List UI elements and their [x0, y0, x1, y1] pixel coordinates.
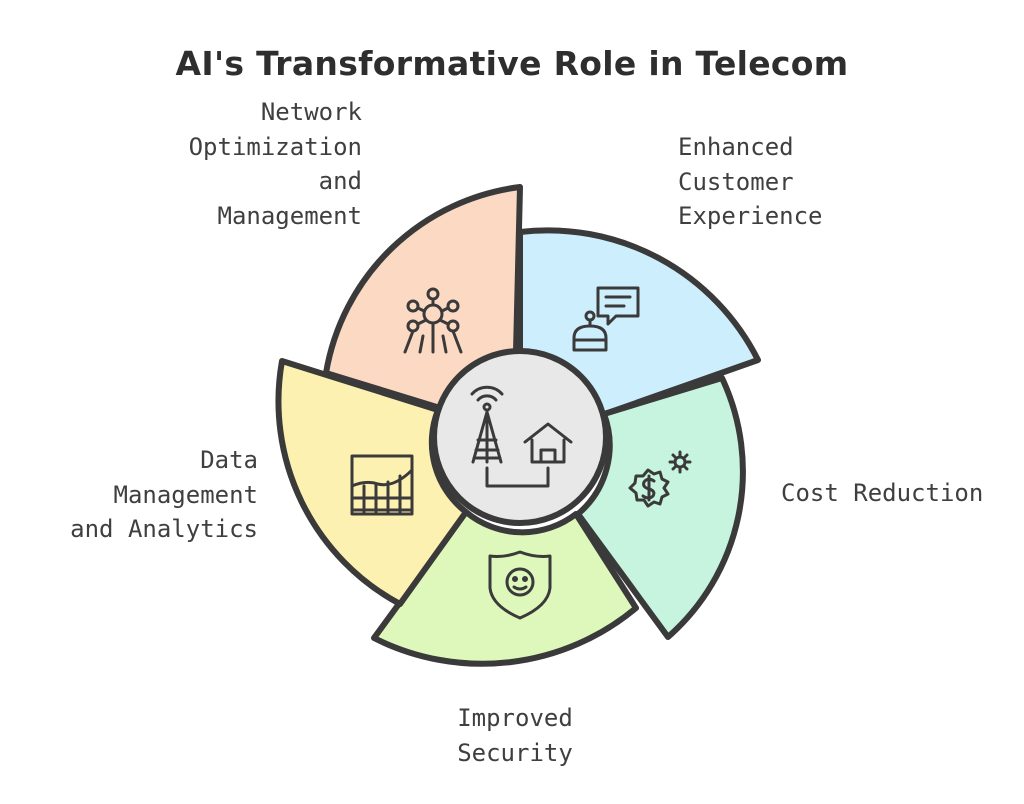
- label-data-management: Data Management and Analytics: [40, 443, 258, 547]
- label-line: Optimization: [188, 132, 362, 161]
- label-line: and: [318, 167, 362, 195]
- label-line: and Analytics: [70, 515, 258, 543]
- bar-chart-grid-icon: [350, 454, 414, 516]
- label-line: Experience: [678, 202, 823, 230]
- segment-cost: [575, 375, 746, 640]
- label-line: Management: [217, 201, 363, 230]
- label-line: Network: [260, 98, 362, 126]
- cell-tower-and-home-icon: [470, 385, 573, 488]
- label-network-optimization: Network Optimization and Management: [140, 95, 362, 233]
- label-line: Improved: [457, 704, 573, 732]
- label-cost-reduction: Cost Reduction: [781, 476, 1011, 511]
- center-hub: [431, 348, 609, 526]
- label-line: Enhanced: [678, 133, 794, 161]
- shield-face-icon: [488, 550, 552, 620]
- network-nodes-icon: [403, 287, 463, 354]
- label-line: Customer: [678, 167, 794, 196]
- chatbot-icon: [572, 286, 640, 352]
- label-line: Security: [457, 738, 573, 767]
- diagram-title: AI's Transformative Role in Telecom: [175, 44, 849, 83]
- dollar-gear-icon: [628, 450, 692, 508]
- label-improved-security: Improved Security: [415, 701, 615, 770]
- label-line: Cost Reduction: [781, 479, 984, 507]
- label-line: Data: [200, 446, 258, 474]
- label-line: Management: [113, 480, 259, 509]
- label-customer-experience: Enhanced Customer Experience: [678, 130, 918, 234]
